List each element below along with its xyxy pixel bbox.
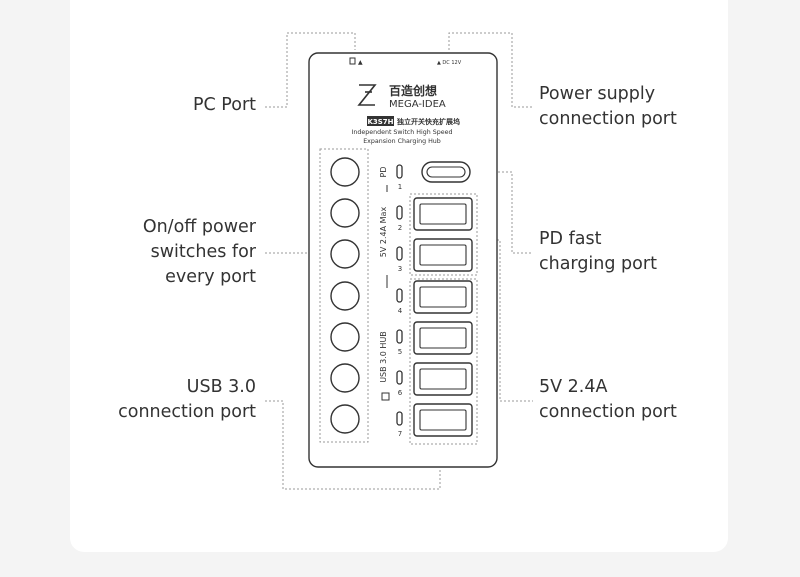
indicator-6 <box>396 370 403 385</box>
pc-port-mark: ▲ <box>358 59 363 66</box>
callout-pc-port: PC Port <box>192 95 256 115</box>
port-number-1: 1 <box>398 183 402 191</box>
usb-a-port-4 <box>413 280 473 314</box>
brand-name-en: MEGA-IDEA <box>389 99 446 110</box>
switch-7[interactable] <box>330 404 360 434</box>
usb-a-slot-5 <box>419 327 467 349</box>
usb-a-port-2 <box>413 197 473 231</box>
power-port-mark: ▲ DC 12V <box>437 60 462 66</box>
port-number-3: 3 <box>398 265 402 273</box>
usb-a-slot-4 <box>419 286 467 308</box>
port-number-4: 4 <box>398 307 403 315</box>
pc-port-icon <box>349 57 356 65</box>
leader-power-supply <box>448 32 533 108</box>
indicator-5 <box>396 329 403 344</box>
indicator-1 <box>396 164 403 179</box>
model-code: K3S7H <box>367 118 393 126</box>
usb-a-port-5 <box>413 321 473 355</box>
switch-2[interactable] <box>330 198 360 228</box>
switch-group-box <box>319 148 369 443</box>
usb-a-port-slots <box>419 203 467 431</box>
indicator-3 <box>396 246 403 261</box>
five-v-group-label: 5V 2.4A Max <box>379 207 388 258</box>
usb-a-ports <box>413 197 473 437</box>
pd-usbc-port <box>421 161 471 183</box>
callout-usb30: USB 3.0 connection port <box>118 377 256 422</box>
brand-logo <box>357 84 377 106</box>
pd-usbc-port-inner <box>426 166 466 178</box>
five-v-port-group-box <box>409 193 478 276</box>
power-switches <box>330 157 360 434</box>
usb30-port-group-box <box>409 278 478 445</box>
pd-group-label: PD <box>379 167 388 178</box>
port-number-6: 6 <box>398 389 403 397</box>
indicator-4 <box>396 288 403 303</box>
usb-a-slot-7 <box>419 409 467 431</box>
switch-5[interactable] <box>330 322 360 352</box>
switch-6[interactable] <box>330 363 360 393</box>
callout-power-supply: Power supply connection port <box>539 84 677 129</box>
model-desc-cn: 独立开关快充扩展坞 <box>396 117 460 126</box>
usb-a-slot-3 <box>419 244 467 266</box>
subtitle-line2: Expansion Charging Hub <box>363 138 441 145</box>
usb-a-port-7 <box>413 403 473 437</box>
subtitle-line1: Independent Switch High Speed <box>352 129 453 136</box>
port-number-7: 7 <box>398 430 402 438</box>
indicator-7 <box>396 411 403 426</box>
callout-five-v: 5V 2.4A connection port <box>539 377 677 422</box>
usb-a-port-6 <box>413 362 473 396</box>
usb-group-label: USB 3.0 HUB <box>379 331 388 383</box>
switch-4[interactable] <box>330 281 360 311</box>
callout-switches: On/off power switches for every port <box>142 217 256 287</box>
port-numbers: 1 2 3 4 5 6 7 <box>398 183 403 438</box>
switch-3[interactable] <box>330 239 360 269</box>
leader-usb30 <box>265 400 441 490</box>
model-badge <box>367 116 394 126</box>
port-number-5: 5 <box>398 348 402 356</box>
brand-name-cn: 百造创想 <box>389 83 437 98</box>
leader-pc-port <box>265 32 356 108</box>
usb-a-port-3 <box>413 238 473 272</box>
port-indicators <box>396 164 403 426</box>
callout-pd-fast: PD fast charging port <box>539 229 657 274</box>
port-number-2: 2 <box>398 224 402 232</box>
usb-group-icon <box>381 392 390 401</box>
usb-a-slot-6 <box>419 368 467 390</box>
indicator-2 <box>396 205 403 220</box>
leader-five-v <box>477 239 533 402</box>
switch-1[interactable] <box>330 157 360 187</box>
usb-a-slot-2 <box>419 203 467 225</box>
